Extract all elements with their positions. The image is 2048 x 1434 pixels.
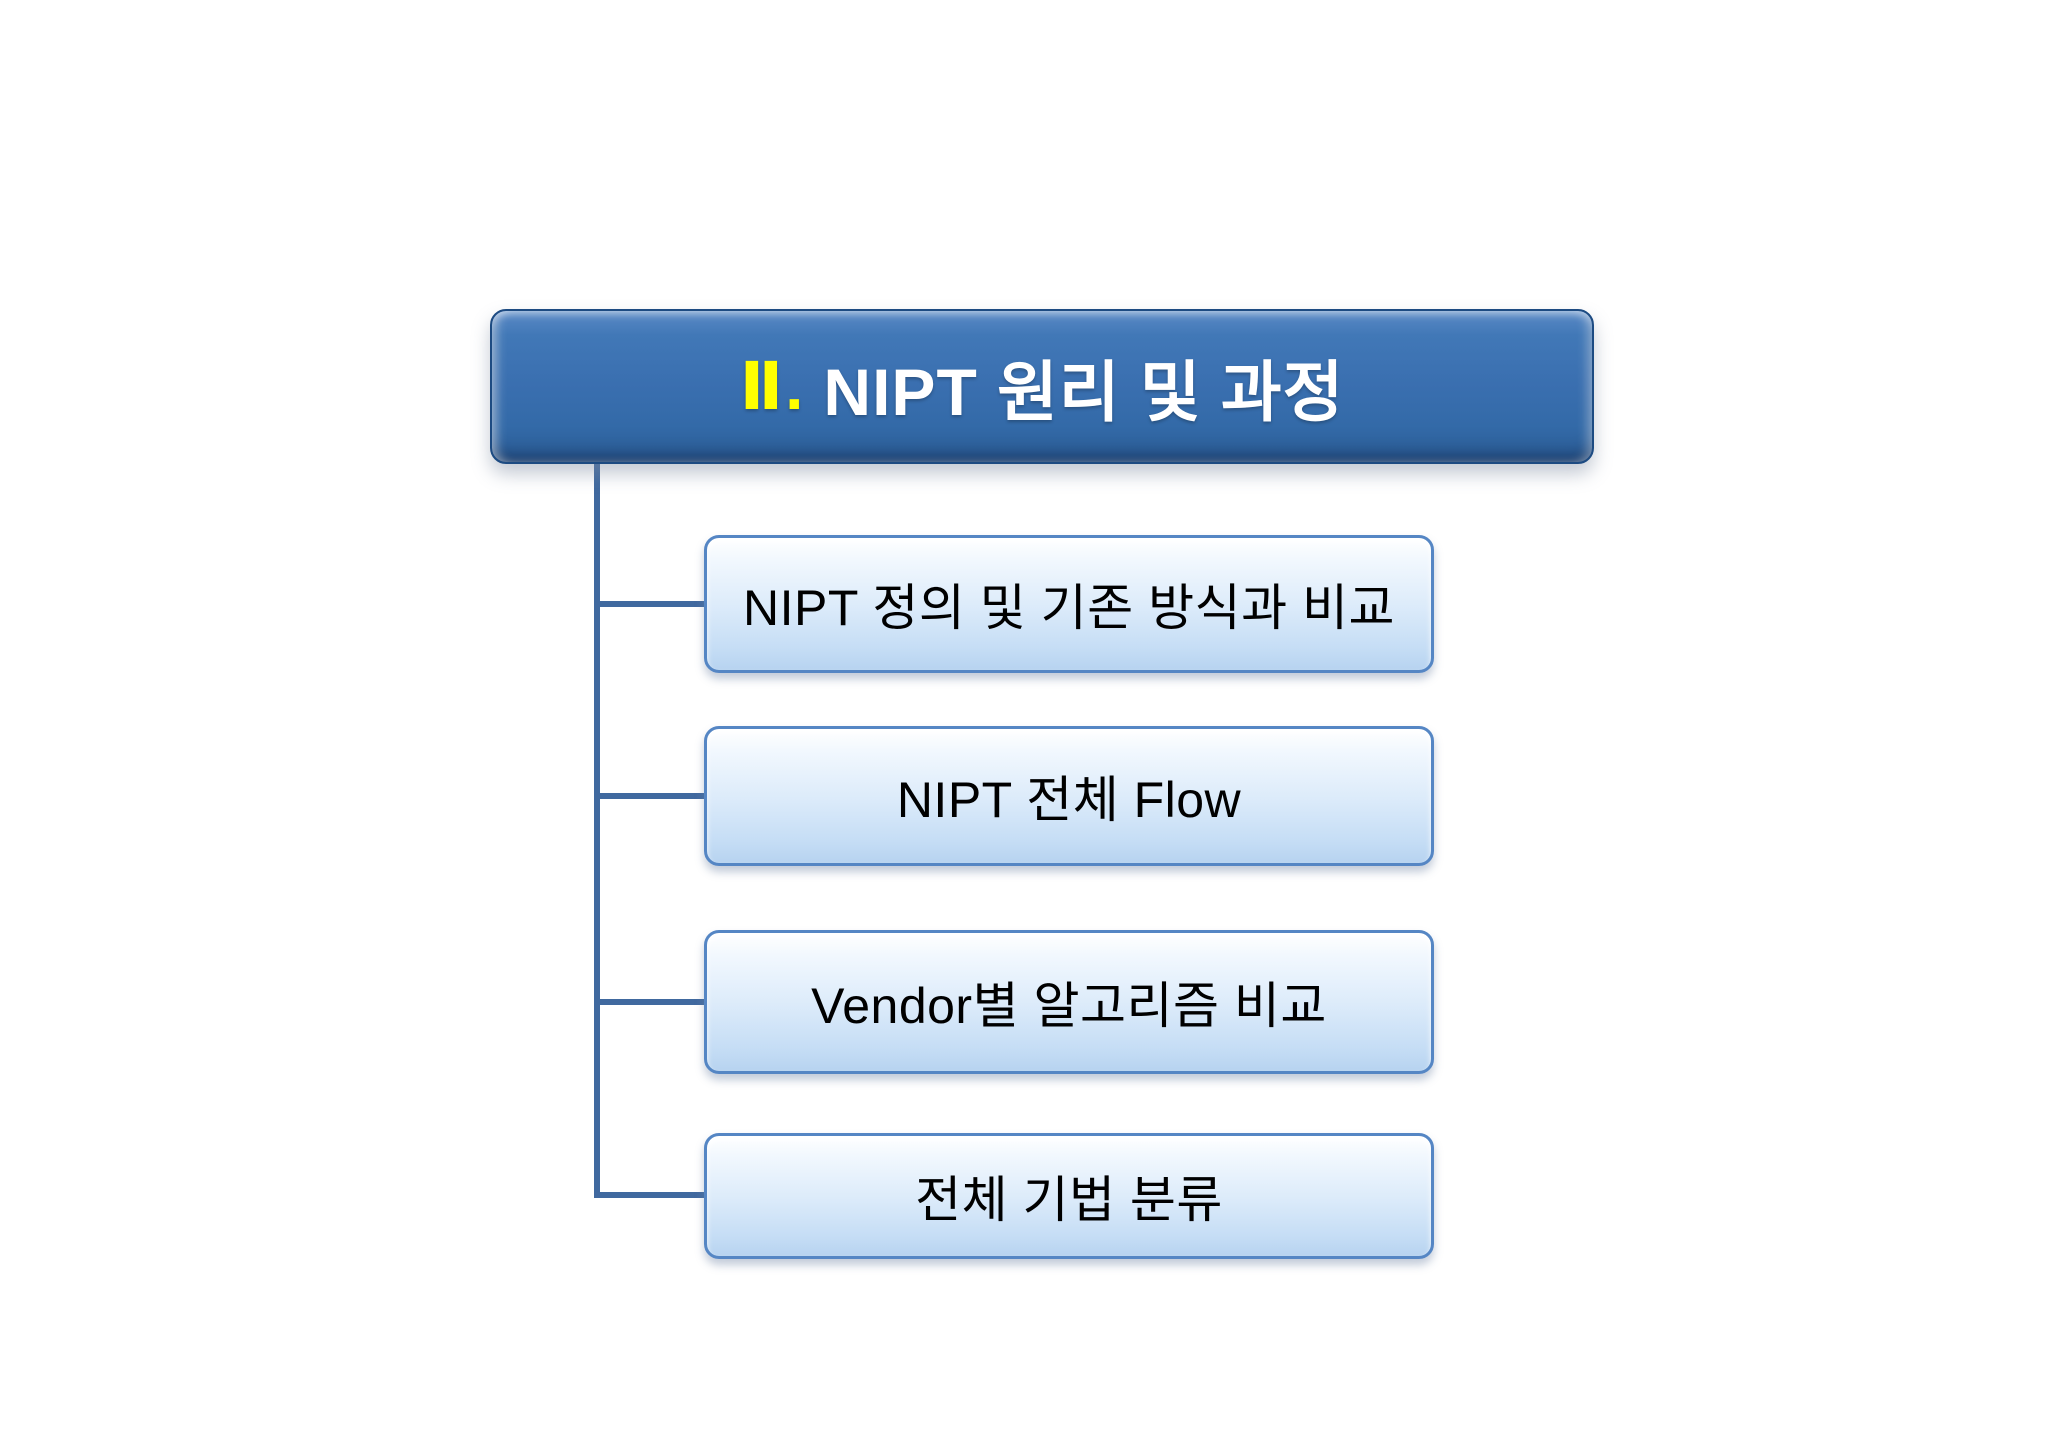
connector-vertical-line	[594, 464, 600, 1198]
topic-box-vendor-algorithm: Vendor별 알고리즘 비교	[704, 930, 1434, 1074]
section-number: Ⅱ.	[739, 349, 806, 423]
topic-label: 전체 기법 분류	[915, 1172, 1223, 1228]
topic-box-nipt-flow: NIPT 전체 Flow	[704, 726, 1434, 866]
topic-label: Vendor별 알고리즘 비교	[811, 978, 1327, 1034]
topic-label: NIPT 전체 Flow	[896, 772, 1242, 828]
section-header-box: Ⅱ. NIPT 원리 및 과정	[490, 309, 1594, 464]
topic-box-method-classification: 전체 기법 분류	[704, 1133, 1434, 1259]
connector-branch-line-2	[594, 793, 710, 799]
topic-label: NIPT 정의 및 기존 방식과 비교	[743, 580, 1395, 636]
section-title: NIPT 원리 및 과정	[823, 354, 1345, 429]
topic-box-nipt-definition: NIPT 정의 및 기존 방식과 비교	[704, 535, 1434, 673]
connector-branch-line-3	[594, 999, 710, 1005]
connector-branch-line-4	[594, 1192, 710, 1198]
connector-branch-line-1	[594, 601, 710, 607]
